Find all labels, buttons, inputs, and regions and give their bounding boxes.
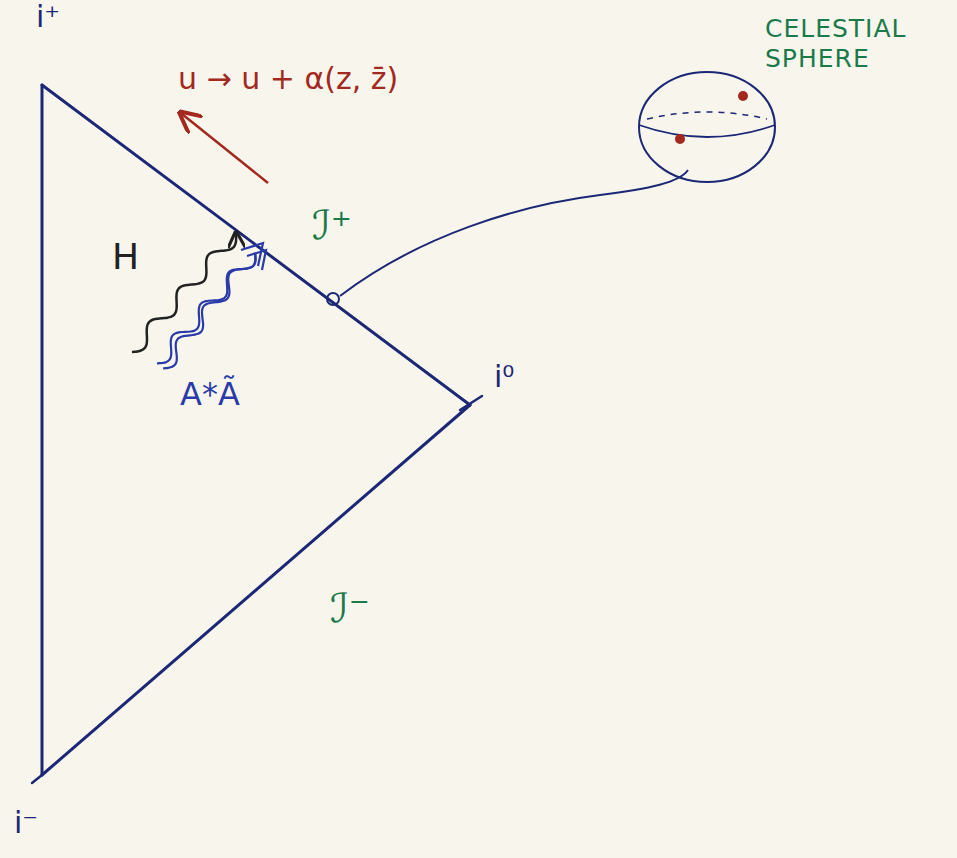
sphere-point [738,91,748,101]
gauge-wave [163,252,256,368]
penrose-triangle [32,85,482,783]
sphere-circle [639,72,775,182]
sphere-point [675,134,685,144]
diagram-label: A*Ã [180,376,240,413]
higgs-wave [132,234,236,352]
diagram-label: i⁺ [36,0,60,35]
point-marker [327,293,339,305]
diagram-label: u → u + α(z, z̄) [178,62,398,97]
supertranslation-arrow [182,114,268,183]
sphere-label: CELESTIAL SPHERE [765,14,940,74]
diagram-label: ℐ⁺ [312,202,352,248]
gauge-arrowhead [241,243,266,270]
celestial-sphere: CELESTIAL SPHERE [636,8,950,198]
diagram-label: H [112,236,139,277]
past-timelike-tick [32,775,42,783]
origin-line [41,85,44,775]
past-null-infinity [42,405,470,775]
spatial-infinity-tick [460,396,482,410]
future-null-infinity [42,85,470,405]
leader-line [340,170,688,296]
sphere-equator [639,125,775,137]
diagram-label: i⁻ [14,806,38,841]
diagram-label: ℐ⁻ [330,585,370,631]
sphere-equator-back [647,112,767,119]
diagram-label: i⁰ [494,360,514,395]
